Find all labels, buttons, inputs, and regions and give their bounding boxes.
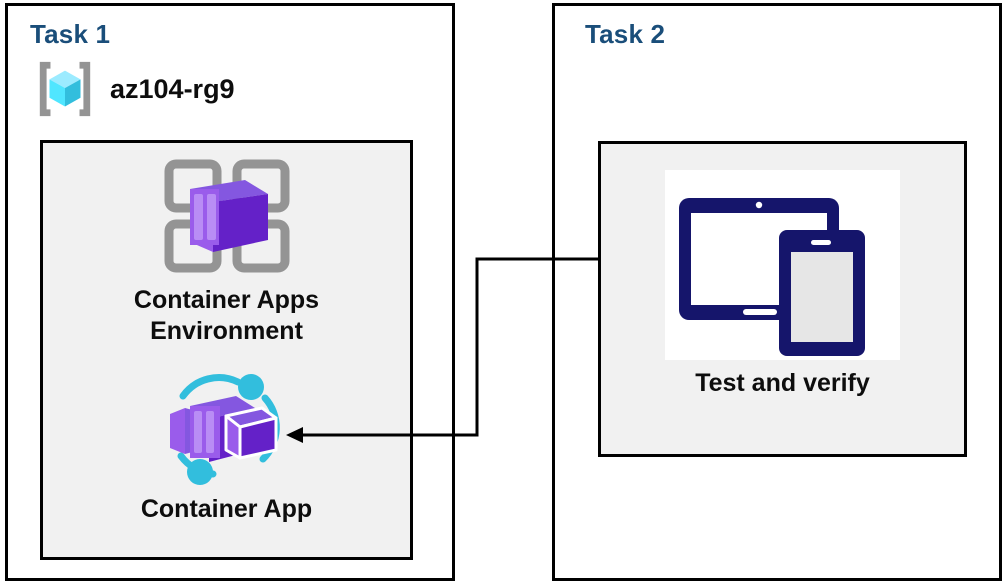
- container-app-caption: Container App: [140, 495, 313, 523]
- test-and-verify-caption: Test and verify: [695, 369, 870, 397]
- resource-group-label: az104-rg9: [110, 73, 235, 104]
- resource-group-icon: [34, 58, 96, 120]
- task-1-title: Task 1: [30, 19, 111, 49]
- container-app-icon: [152, 366, 302, 488]
- task-2-title: Task 2: [585, 19, 666, 49]
- container-apps-environment-icon: [152, 152, 302, 280]
- test-and-verify-devices-icon: [665, 170, 900, 360]
- container-apps-environment-caption: Container Apps Environment: [133, 286, 320, 345]
- resource-group-row: az104-rg9: [34, 58, 235, 120]
